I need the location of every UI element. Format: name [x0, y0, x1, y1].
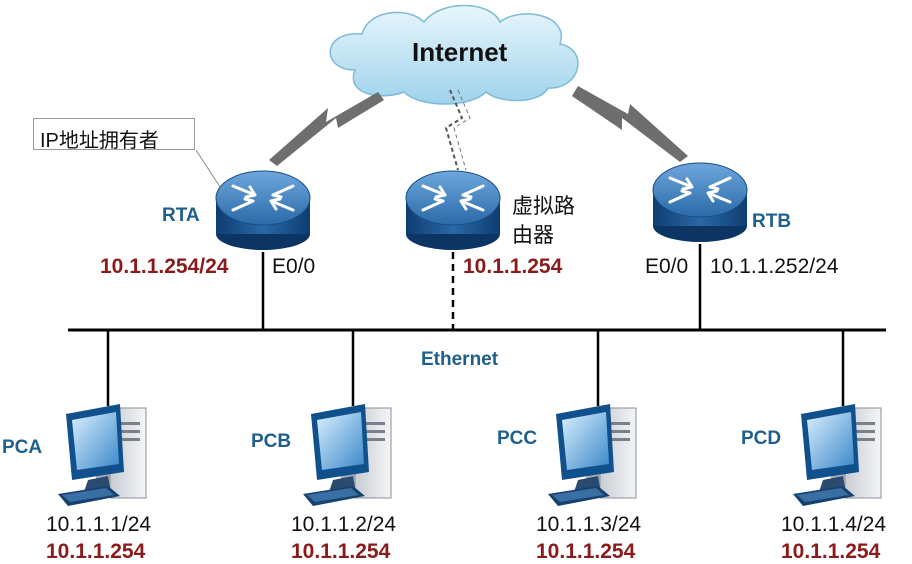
virtual-router-name-line1: 虚拟路 [512, 195, 575, 218]
ip-owner-callout: IP地址拥有者 [33, 118, 195, 152]
rtb-port: E0/0 [645, 255, 689, 278]
pcb-ip: 10.1.1.2/24 [291, 513, 397, 536]
pca-name: PCA [2, 437, 43, 458]
pcc-ip: 10.1.1.3/24 [536, 513, 642, 536]
rtb-name: RTB [752, 211, 792, 232]
pca-computer-icon [57, 403, 147, 507]
internet-label: Internet [412, 37, 508, 67]
ip-owner-callout-text: IP地址拥有者 [40, 130, 159, 152]
internet-cloud [329, 4, 579, 105]
router-rtb-icon [651, 161, 749, 244]
rta-name: RTA [162, 205, 200, 226]
virtual-router-icon [404, 169, 502, 252]
ethernet-label: Ethernet [421, 349, 499, 370]
pcd-computer-icon [792, 403, 882, 507]
pcb-name: PCB [251, 431, 292, 452]
pcc-name: PCC [497, 428, 538, 449]
rta-ip: 10.1.1.254/24 [100, 255, 229, 278]
wan-link-rtb [572, 86, 688, 162]
pcd-name: PCD [741, 428, 782, 449]
pcd-ip: 10.1.1.4/24 [781, 513, 887, 536]
pcb-gateway: 10.1.1.254 [291, 540, 391, 563]
callout-pointer [195, 149, 223, 191]
pcd-gateway: 10.1.1.254 [781, 540, 881, 563]
pcb-computer-icon [302, 403, 392, 507]
wan-link-rta [269, 92, 384, 166]
pcc-computer-icon [547, 403, 637, 507]
virtual-router-ip: 10.1.1.254 [463, 255, 563, 278]
virtual-router-name-line2: 由器 [512, 224, 554, 247]
pca-ip: 10.1.1.1/24 [46, 513, 152, 536]
rtb-ip: 10.1.1.252/24 [710, 255, 839, 278]
pca-gateway: 10.1.1.254 [46, 540, 146, 563]
rta-port: E0/0 [272, 255, 316, 278]
router-rta-icon [214, 169, 312, 252]
pcc-gateway: 10.1.1.254 [536, 540, 636, 563]
wan-link-virtual [444, 89, 471, 171]
